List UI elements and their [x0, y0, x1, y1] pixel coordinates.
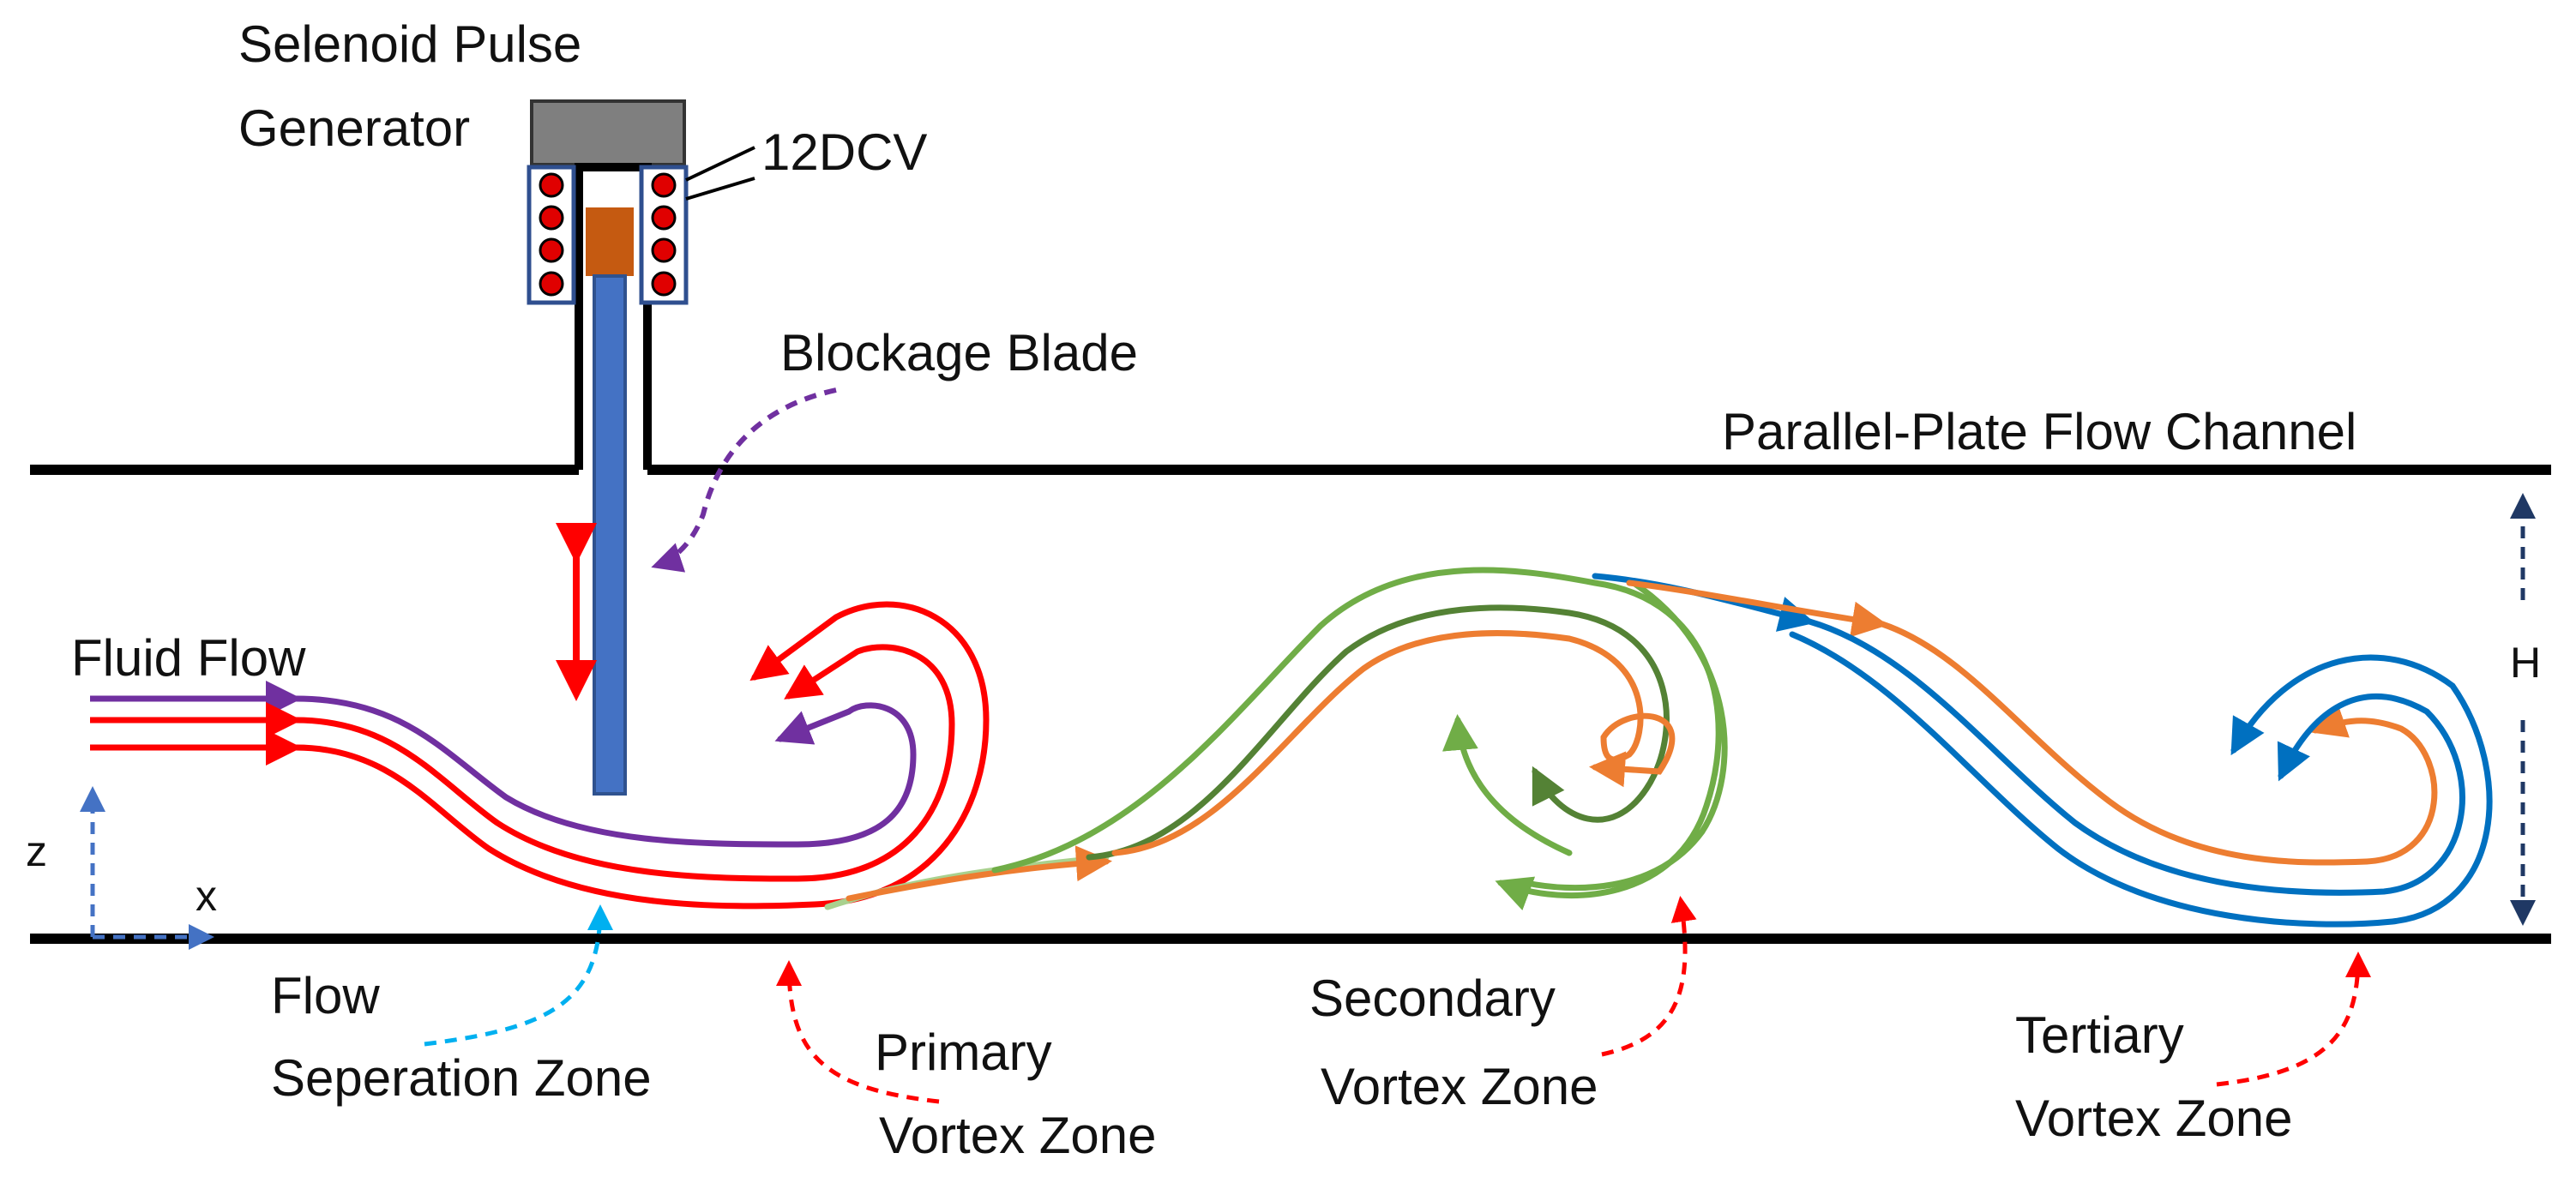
secondary-label-line1: Secondary [1309, 970, 1556, 1027]
lead-1 [685, 146, 755, 182]
tertiary-stream-blue-1 [1806, 618, 2465, 896]
fluid-flow-label: Fluid Flow [71, 629, 306, 687]
tertiary-stream-orange [1879, 621, 2438, 866]
tertiary-label-line1: Tertiary [2015, 1006, 2184, 1064]
transfer-orange [1626, 579, 1888, 638]
primary-stream-red-2 [292, 601, 990, 910]
labels: Selenoid Pulse Generator 12DCV Blockage … [71, 15, 2356, 1164]
secondary-vortex [824, 567, 1728, 910]
tertiary-label-line2: Vortex Zone [2015, 1090, 2293, 1147]
secondary-leader [1601, 896, 1697, 1057]
x-axis-label: x [196, 872, 217, 920]
separation-leader [424, 904, 613, 1047]
secondary-stream-orange [1111, 629, 1644, 856]
bridge-orange [846, 845, 1112, 902]
primary-label-line1: Primary [875, 1024, 1052, 1081]
channel-plates [30, 465, 2551, 944]
selenoid-label-line2: Generator [238, 99, 470, 157]
generator-block [530, 99, 686, 166]
blockage-blade [593, 274, 627, 796]
z-axis-label: z [26, 827, 47, 875]
secondary-stream-dark [1086, 604, 1670, 861]
primary-label-line2: Vortex Zone [879, 1107, 1157, 1164]
secondary-outer-green [1523, 579, 1728, 892]
blade-label: Blockage Blade [780, 324, 1138, 381]
secondary-inner-orange [1589, 712, 1676, 788]
selenoid-assembly [527, 99, 755, 796]
inlet-flow [90, 681, 302, 766]
secondary-inner-green [1441, 714, 1573, 856]
coil-windings [539, 172, 677, 297]
primary-stream-purple [292, 695, 917, 848]
secondary-label-line2: Vortex Zone [1321, 1058, 1598, 1115]
plunger [586, 207, 634, 276]
height-indicator: H [2510, 493, 2541, 926]
annotation-leaders [424, 387, 2371, 1104]
separation-label-line1: Flow [271, 967, 380, 1024]
lead-2 [685, 177, 755, 201]
blade-leader [651, 387, 837, 573]
primary-stream-red-1 [292, 644, 955, 882]
primary-vortex [292, 601, 990, 910]
voltage-label: 12DCV [761, 123, 927, 181]
height-label: H [2510, 639, 2541, 687]
coordinate-axes: z x [26, 786, 217, 950]
tertiary-leader [2216, 952, 2371, 1087]
separation-label-line2: Seperation Zone [271, 1049, 652, 1107]
tertiary-vortex [1592, 573, 2493, 928]
primary-leader [776, 960, 940, 1104]
selenoid-label-line1: Selenoid Pulse [238, 15, 581, 73]
channel-label: Parallel-Plate Flow Channel [1722, 403, 2356, 460]
tertiary-stream-blue-2 [1789, 631, 2493, 928]
